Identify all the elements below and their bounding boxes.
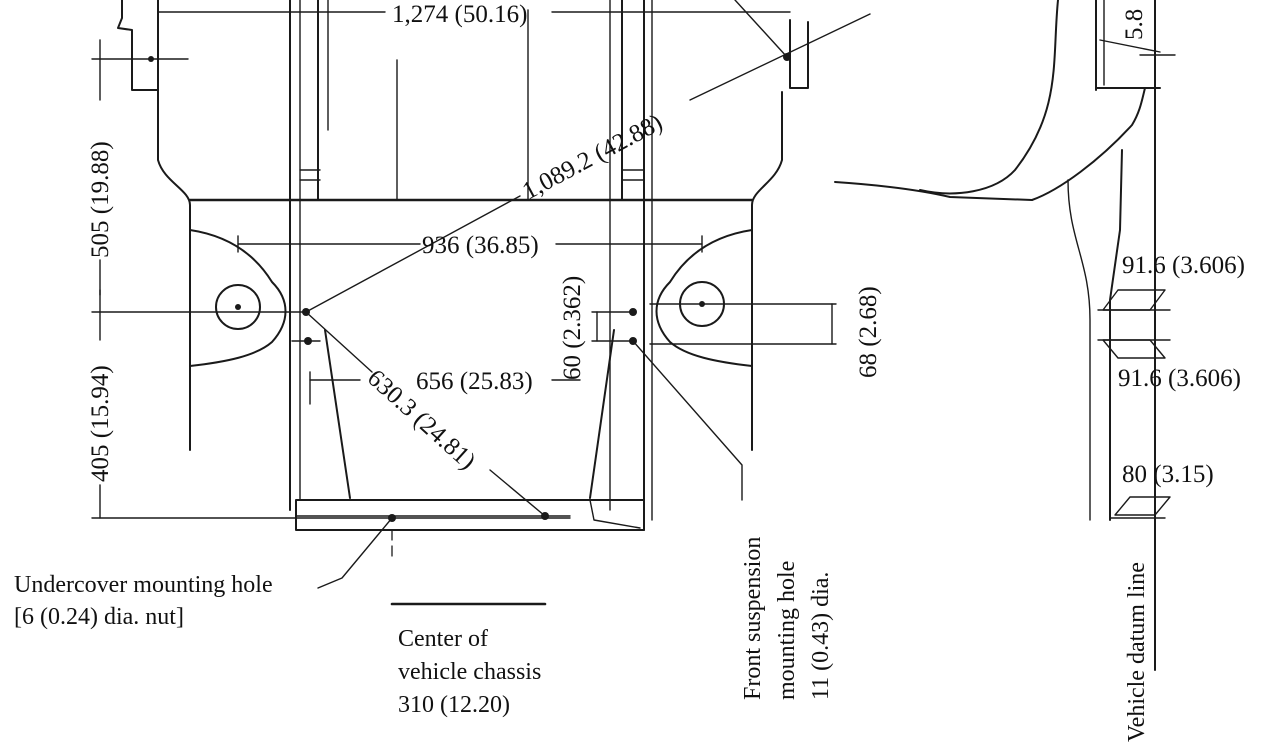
- dim-vertical-60: 60 (2.362): [559, 276, 586, 380]
- dim-vertical-68: 68 (2.68): [855, 286, 882, 378]
- front-view-frame: [117, 0, 809, 531]
- dim-inner-span: 656 (25.83): [416, 368, 533, 395]
- dim-upper-height: 505 (19.88): [87, 141, 114, 258]
- suspension-label-line2: mounting hole: [774, 561, 800, 700]
- side-view-profile: [834, 0, 1176, 671]
- center-label-line3: 310 (12.20): [398, 692, 510, 718]
- left-mounting-hole: [215, 284, 261, 330]
- center-label-line1: Center of: [398, 626, 488, 652]
- dim-mount-span: 936 (36.85): [422, 232, 539, 259]
- undercover-label-line1: Undercover mounting hole: [14, 572, 273, 598]
- dim-side-91-lower: 91.6 (3.606): [1118, 365, 1241, 392]
- undercover-label-line2: [6 (0.24) dia. nut]: [14, 604, 184, 630]
- dim-side-cut: 5.8: [1121, 9, 1148, 40]
- datum-line-label: Vehicle datum line: [1124, 562, 1150, 742]
- dim-side-91-upper: 91.6 (3.606): [1122, 252, 1245, 279]
- dim-side-80: 80 (3.15): [1122, 461, 1214, 488]
- dimension-lines: [91, 0, 871, 606]
- dim-lower-height: 405 (15.94): [87, 365, 114, 482]
- center-label-line2: vehicle chassis: [398, 659, 541, 685]
- dim-top-width: 1,274 (50.16): [392, 1, 527, 28]
- suspension-label-line3: 11 (0.43) dia.: [808, 572, 834, 700]
- suspension-label-line1: Front suspension: [740, 537, 766, 700]
